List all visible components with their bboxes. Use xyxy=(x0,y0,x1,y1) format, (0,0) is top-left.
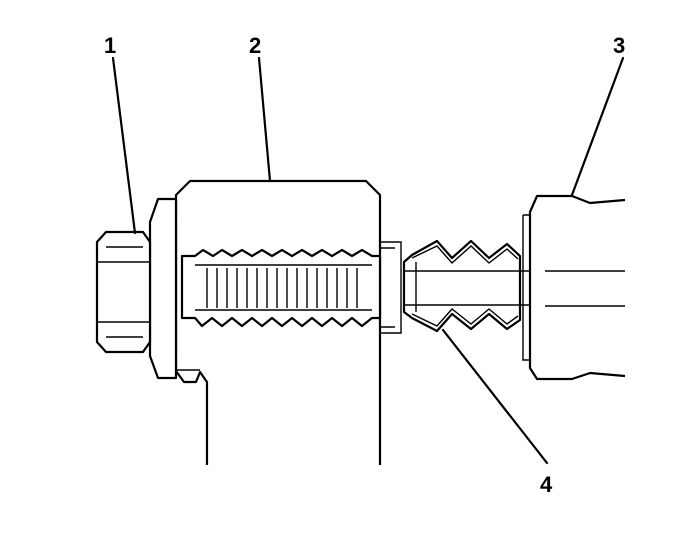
callout-3-label: 3 xyxy=(613,33,625,58)
boot-bellows-part xyxy=(402,239,530,333)
callout-2-label: 2 xyxy=(249,33,261,58)
leader-lines xyxy=(111,56,625,465)
callout-4-label: 4 xyxy=(540,472,553,497)
right-housing-part xyxy=(522,194,626,381)
threaded-screw xyxy=(180,248,382,328)
leader-line-3 xyxy=(570,56,625,197)
hex-bolt-part xyxy=(95,197,178,380)
leader-line-2 xyxy=(257,56,272,183)
leader-line-4 xyxy=(441,328,549,465)
leader-line-1 xyxy=(111,56,137,235)
callout-1-label: 1 xyxy=(104,33,116,58)
